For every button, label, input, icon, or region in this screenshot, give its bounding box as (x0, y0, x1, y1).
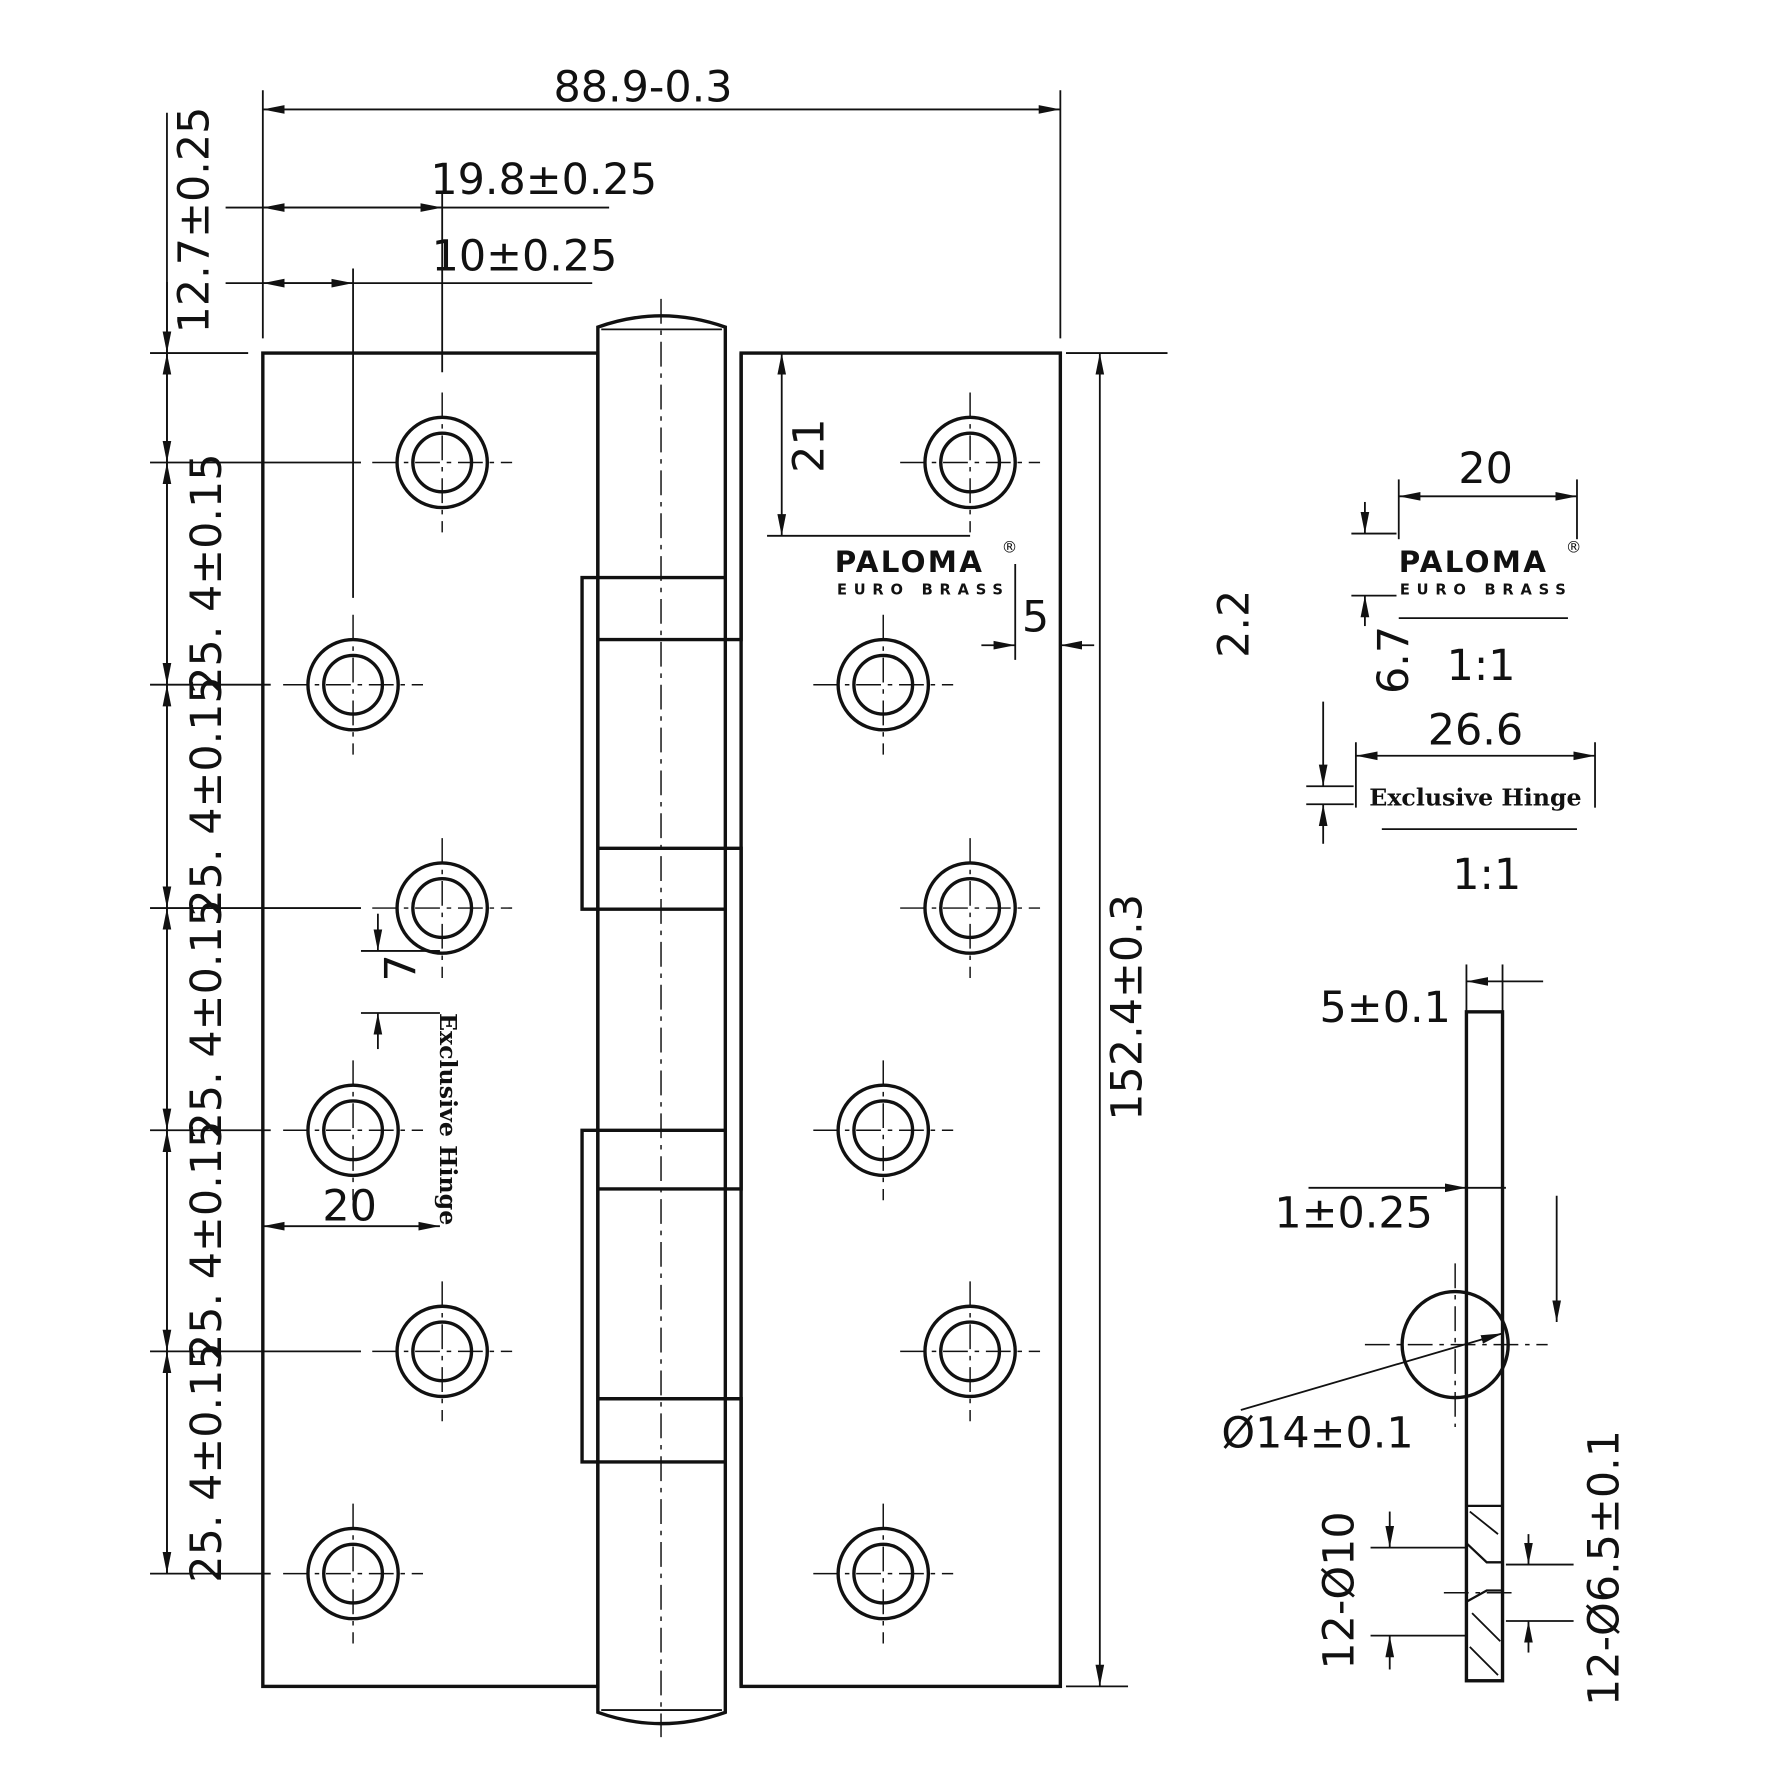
svg-text:20: 20 (1458, 444, 1513, 494)
screw-hole (372, 1281, 513, 1422)
screw-hole (813, 614, 954, 755)
top-margin-label: 12.7±0.25 (170, 107, 220, 334)
svg-text:12-Ø10: 12-Ø10 (1315, 1511, 1365, 1669)
knuckle (596, 314, 728, 1726)
overall-width-label: 88.9-0.3 (553, 63, 732, 113)
svg-text:6.7: 6.7 (1369, 626, 1419, 694)
left-leaf (261, 351, 600, 1689)
screw-hole (372, 392, 513, 533)
side-profile: Ø14±0.1 5±0.1 1±0.25 12-Ø10 12-Ø6.5±0.1 (1221, 964, 1630, 1706)
svg-text:12-Ø6.5±0.1: 12-Ø6.5±0.1 (1580, 1430, 1630, 1706)
svg-text:1:1: 1:1 (1447, 641, 1516, 691)
screw-hole (900, 1281, 1041, 1422)
svg-text:1±0.25: 1±0.25 (1274, 1188, 1433, 1238)
svg-text:EURO BRASS: EURO BRASS (1400, 581, 1573, 598)
screw-hole (372, 838, 513, 978)
screw-hole (283, 614, 424, 755)
screw-hole (813, 1060, 954, 1201)
svg-text:®: ® (1566, 538, 1582, 557)
svg-text:7: 7 (376, 954, 426, 981)
svg-text:5±0.1: 5±0.1 (1320, 983, 1451, 1033)
logo-right-label: 5 (1022, 593, 1049, 643)
svg-text:26.6: 26.6 (1428, 705, 1523, 755)
svg-text:®: ® (1002, 538, 1018, 557)
svg-text:Exclusive Hinge: Exclusive Hinge (434, 1013, 462, 1225)
pitch-label: 25. 4±0.15 (182, 899, 232, 1139)
hole-offset-inner-label: 10±0.25 (432, 232, 618, 282)
screw-hole (900, 838, 1041, 978)
svg-text:EURO BRASS: EURO BRASS (837, 581, 1010, 598)
svg-text:1:1: 1:1 (1452, 850, 1521, 900)
logo-detail: 20 PALOMA ® EURO BRASS 6.7 1:1 (1351, 444, 1581, 694)
svg-text:20: 20 (322, 1182, 377, 1232)
svg-text:Ø14±0.1: Ø14±0.1 (1221, 1408, 1413, 1458)
pitch-label: 25. 4±0.15 (182, 1121, 232, 1361)
svg-text:PALOMA: PALOMA (835, 545, 984, 579)
engraved-text: Exclusive Hinge 7 20 (262, 913, 462, 1232)
screw-hole (900, 392, 1041, 533)
top-dimensions: 88.9-0.3 19.8±0.25 10±0.25 (225, 63, 1062, 598)
svg-text:Exclusive Hinge: Exclusive Hinge (1369, 783, 1581, 811)
screw-hole (283, 1503, 424, 1644)
svg-text:PALOMA: PALOMA (1399, 545, 1548, 579)
overall-height-label: 152.4±0.3 (1103, 894, 1153, 1121)
screw-hole (813, 1503, 954, 1644)
pitch-label: 25. 4±0.15 (182, 676, 232, 916)
depth-label: 2.2 (1210, 590, 1260, 658)
logo-top-label: 21 (784, 418, 834, 473)
hole-offset-outer-label: 19.8±0.25 (430, 155, 657, 205)
screw-hole (283, 1060, 424, 1201)
text-detail: 26.6 Exclusive Hinge 1:1 (1306, 701, 1596, 900)
paloma-logo: PALOMA ® EURO BRASS (835, 538, 1018, 599)
pitch-label: 25. 4±0.15 (182, 1342, 232, 1582)
pitch-label: 25. 4±0.15 (182, 453, 232, 693)
hinge-front-view (261, 298, 1063, 1738)
right-dimensions: 152.4±0.3 21 5 2.2 (767, 352, 1260, 1688)
